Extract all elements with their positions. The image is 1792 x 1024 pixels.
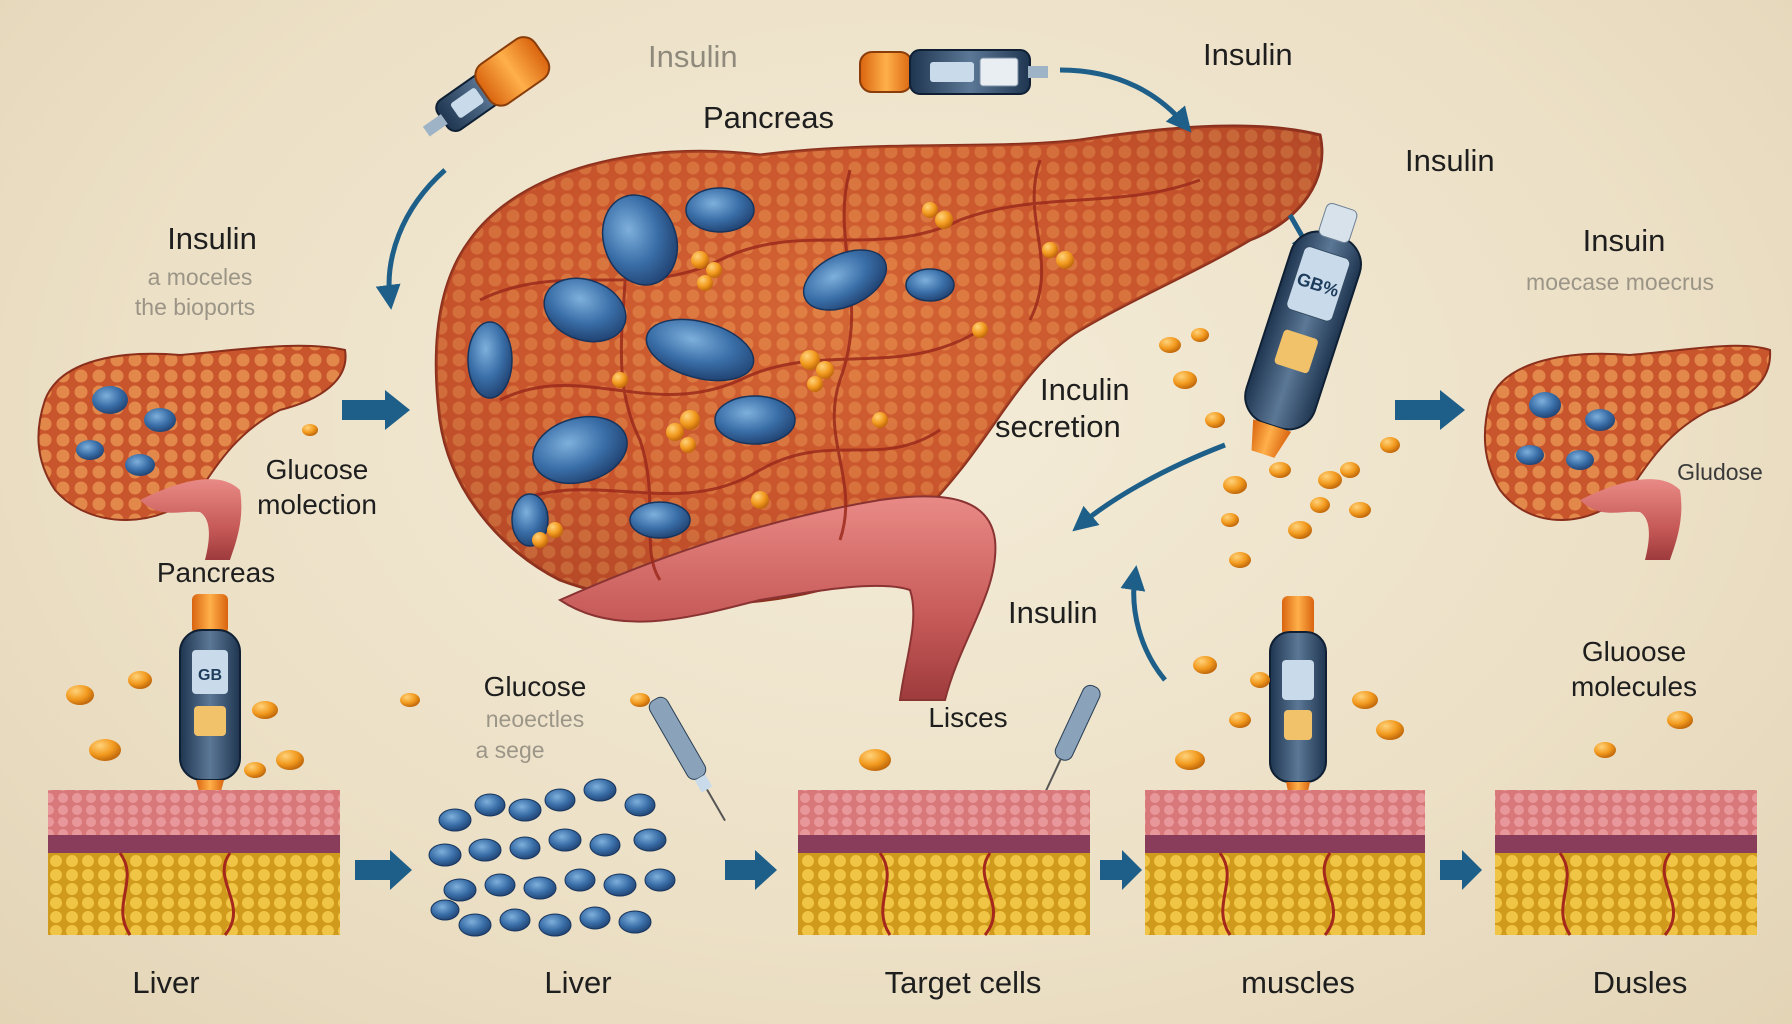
insulin-pen-bottom-left: GB <box>179 594 241 810</box>
syringe-target <box>1038 684 1101 805</box>
straight-arrows <box>342 390 1482 890</box>
arrow-right-mid <box>1395 390 1465 430</box>
small-pancreas-left <box>37 344 347 560</box>
flow-arrows <box>375 67 1315 682</box>
tissue-block-4 <box>1145 790 1425 936</box>
label-glucose-mid: Glucose <box>483 671 587 702</box>
arrow-top-left <box>375 168 447 310</box>
arrow-top-right <box>1059 67 1192 133</box>
islet-cells <box>467 187 955 547</box>
tissue-block-5 <box>1495 790 1757 936</box>
label-right-sub: moecase moecrus <box>1526 269 1714 295</box>
arrow-left-mid <box>342 390 410 430</box>
label-insulin-top-faded: Insulin <box>648 39 738 74</box>
arrow-bottom-3 <box>1100 850 1142 890</box>
central-pancreas <box>434 124 1324 701</box>
glucose-cluster <box>428 778 676 937</box>
insulin-pen-top-left <box>422 36 551 137</box>
label-secretion: secretion <box>995 409 1121 444</box>
label-molecules-right: molecules <box>1570 671 1698 702</box>
duodenum <box>557 495 997 701</box>
arrow-up-center <box>1120 565 1167 682</box>
label-gludose-right: Gludose <box>1677 459 1763 485</box>
insulin-pen-bottom-right <box>1269 596 1327 815</box>
bottom-label-5: Dusles <box>1592 965 1688 1000</box>
label-molection-left: molection <box>257 489 377 520</box>
pen-screen-text: GB <box>198 667 222 684</box>
small-pancreas-right <box>1483 344 1772 560</box>
label-inculin: Inculin <box>1040 372 1130 407</box>
label-insulin-center: Insulin <box>1008 595 1098 630</box>
insulin-pen-big: GB% <box>1244 202 1362 458</box>
label-neoectles: neoectles <box>485 706 585 732</box>
label-insuin-right: Insuin <box>1582 223 1666 258</box>
bottom-label-2: Liver <box>544 965 612 1000</box>
tissue-block-1 <box>48 790 340 936</box>
label-pancreas-left: Pancreas <box>156 557 276 588</box>
label-sege: a sege <box>475 737 545 763</box>
label-insulin-left: Insulin <box>167 221 257 256</box>
arrow-bottom-1 <box>355 850 412 890</box>
arrow-bottom-4 <box>1440 850 1482 890</box>
label-lisces: Lisces <box>928 702 1008 733</box>
insulin-pen-top <box>859 49 1048 95</box>
arrow-secretion-back <box>1072 442 1226 532</box>
label-left-sub-2: the bioports <box>134 294 256 320</box>
glucose-molecules <box>66 328 1693 778</box>
label-glucose-left: Glucose <box>265 454 369 485</box>
syringe-mid <box>648 696 726 822</box>
arrow-bottom-2 <box>725 850 777 890</box>
label-glucose-right: Gluoose <box>1581 636 1687 667</box>
label-pancreas-top: Pancreas <box>703 100 834 135</box>
bottom-label-3: Target cells <box>884 965 1042 1000</box>
bottom-label-4: muscles <box>1241 965 1355 1000</box>
bottom-label-1: Liver <box>132 965 200 1000</box>
label-left-sub-1: a moceles <box>147 264 253 290</box>
tissue-block-3 <box>798 790 1090 936</box>
label-insulin-top: Insulin <box>1203 37 1293 72</box>
label-insulin-right: Insulin <box>1405 143 1495 178</box>
